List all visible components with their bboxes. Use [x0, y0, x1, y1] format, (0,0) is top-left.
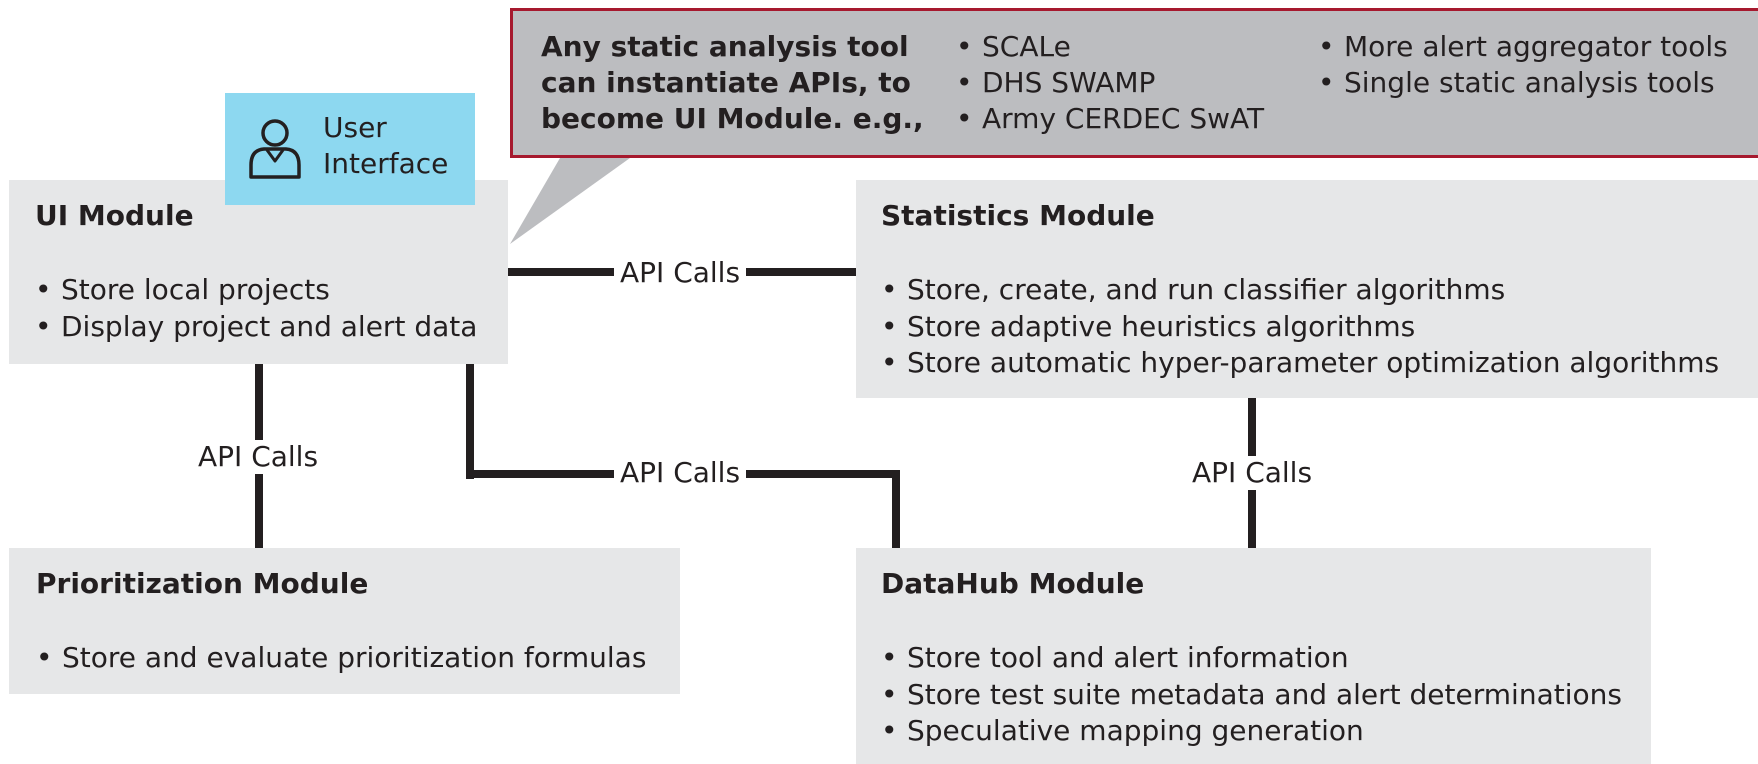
- list-item: Store local projects: [35, 272, 477, 309]
- connector-ui-datahub-vertical-line: [466, 364, 474, 479]
- callout-lead-line: become UI Module. e.g.,: [541, 102, 924, 135]
- list-item: DHS SWAMP: [956, 65, 1264, 101]
- user-interface-tab: User Interface: [225, 93, 475, 205]
- statistics-module-list: Store, create, and run classifier algori…: [881, 272, 1719, 382]
- user-interface-line: User: [323, 111, 387, 144]
- callout-lead-text: Any static analysis tool can instantiate…: [541, 29, 924, 137]
- callout-pointer: [510, 158, 630, 244]
- list-item: Speculative mapping generation: [881, 713, 1622, 750]
- list-item: Store and evaluate prioritization formul…: [36, 640, 646, 677]
- list-item: Store adaptive heuristics algorithms: [881, 309, 1719, 346]
- api-calls-label-statistics-datahub: API Calls: [1186, 456, 1319, 490]
- user-interface-line: Interface: [323, 147, 449, 180]
- datahub-module-title: DataHub Module: [881, 567, 1145, 600]
- api-calls-label-ui-prioritization: API Calls: [192, 440, 325, 474]
- prioritization-module-list: Store and evaluate prioritization formul…: [36, 640, 646, 677]
- list-item: SCALe: [956, 29, 1264, 65]
- list-item: Display project and alert data: [35, 309, 477, 346]
- prioritization-module-title: Prioritization Module: [36, 567, 369, 600]
- list-item: Store automatic hyper-parameter optimiza…: [881, 345, 1719, 382]
- list-item: Store tool and alert information: [881, 640, 1622, 677]
- callout-lead-line: can instantiate APIs, to: [541, 66, 911, 99]
- list-item: Single static analysis tools: [1318, 65, 1728, 101]
- list-item: Army CERDEC SwAT: [956, 101, 1264, 137]
- api-calls-label-ui-statistics: API Calls: [614, 256, 747, 290]
- person-outline-icon: [249, 119, 301, 179]
- list-item: More alert aggregator tools: [1318, 29, 1728, 65]
- api-calls-label-ui-datahub: API Calls: [614, 456, 747, 490]
- datahub-module-box: DataHub Module Store tool and alert info…: [856, 548, 1651, 764]
- list-item: Store, create, and run classifier algori…: [881, 272, 1719, 309]
- user-interface-label: User Interface: [323, 110, 448, 182]
- statistics-module-title: Statistics Module: [881, 199, 1155, 232]
- callout-box: Any static analysis tool can instantiate…: [510, 8, 1758, 158]
- list-item: Store test suite metadata and alert dete…: [881, 677, 1622, 714]
- statistics-module-box: Statistics Module Store, create, and run…: [856, 180, 1758, 398]
- callout-examples-col2: More alert aggregator tools Single stati…: [1318, 29, 1728, 101]
- datahub-module-list: Store tool and alert information Store t…: [881, 640, 1622, 750]
- ui-module-box: UI Module Store local projects Display p…: [9, 180, 508, 364]
- prioritization-module-box: Prioritization Module Store and evaluate…: [9, 548, 680, 694]
- callout-examples-col1: SCALe DHS SWAMP Army CERDEC SwAT: [956, 29, 1264, 137]
- connector-ui-datahub-drop-line: [892, 470, 900, 550]
- ui-module-title: UI Module: [35, 199, 194, 232]
- callout-lead-line: Any static analysis tool: [541, 30, 909, 63]
- ui-module-list: Store local projects Display project and…: [35, 272, 477, 345]
